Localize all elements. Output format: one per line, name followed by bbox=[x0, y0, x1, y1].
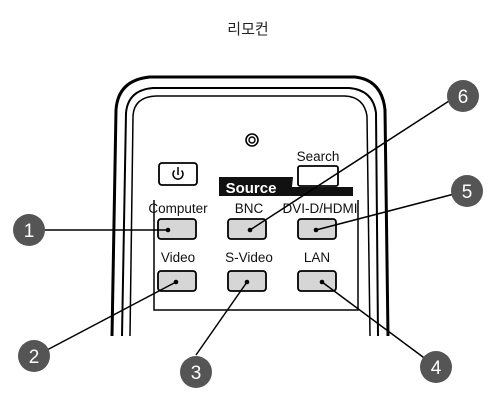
remote-mid-outline bbox=[121, 87, 379, 337]
callout-badge-4: 4 bbox=[420, 351, 452, 383]
lan-label: LAN bbox=[304, 250, 330, 265]
power-button[interactable] bbox=[158, 162, 198, 186]
ir-sensor-icon bbox=[245, 133, 259, 147]
callout-badge-3: 3 bbox=[180, 356, 212, 388]
callout-line-3 bbox=[195, 279, 250, 356]
power-icon bbox=[172, 167, 184, 180]
callout-badge-1: 1 bbox=[13, 214, 45, 246]
source-label: Source bbox=[226, 180, 277, 197]
callout-number-3: 3 bbox=[191, 363, 202, 384]
callout-number-1: 1 bbox=[24, 221, 35, 242]
callout-badge-2: 2 bbox=[18, 340, 50, 372]
callout-number-4: 4 bbox=[431, 358, 442, 379]
callout-number-5: 5 bbox=[462, 182, 473, 203]
callout-number-6: 6 bbox=[458, 87, 469, 108]
search-label: Search bbox=[297, 149, 340, 164]
computer-label: Computer bbox=[148, 201, 208, 216]
callout-badge-6: 6 bbox=[447, 80, 479, 112]
dvi-hdmi-label: DVI-D/HDMI bbox=[283, 201, 358, 216]
callout-line-2 bbox=[46, 279, 179, 351]
diagram-title: 리모컨 bbox=[227, 20, 268, 38]
source-header-bar bbox=[219, 177, 353, 196]
callout-line-5 bbox=[313, 192, 459, 233]
s-video-label: S-Video bbox=[225, 250, 273, 265]
source-group-bracket bbox=[153, 200, 359, 311]
remote-outer-outline bbox=[110, 75, 390, 337]
computer-button[interactable] bbox=[157, 218, 197, 240]
callout-number-2: 2 bbox=[29, 347, 40, 368]
bnc-button[interactable] bbox=[227, 218, 267, 240]
remote-inner-outline bbox=[129, 95, 371, 337]
callout-line-6 bbox=[247, 100, 450, 233]
bnc-label: BNC bbox=[235, 201, 264, 216]
callout-line-1 bbox=[45, 227, 171, 233]
callout-badge-5: 5 bbox=[451, 175, 483, 207]
callout-line-4 bbox=[319, 279, 428, 361]
video-label: Video bbox=[161, 250, 195, 265]
